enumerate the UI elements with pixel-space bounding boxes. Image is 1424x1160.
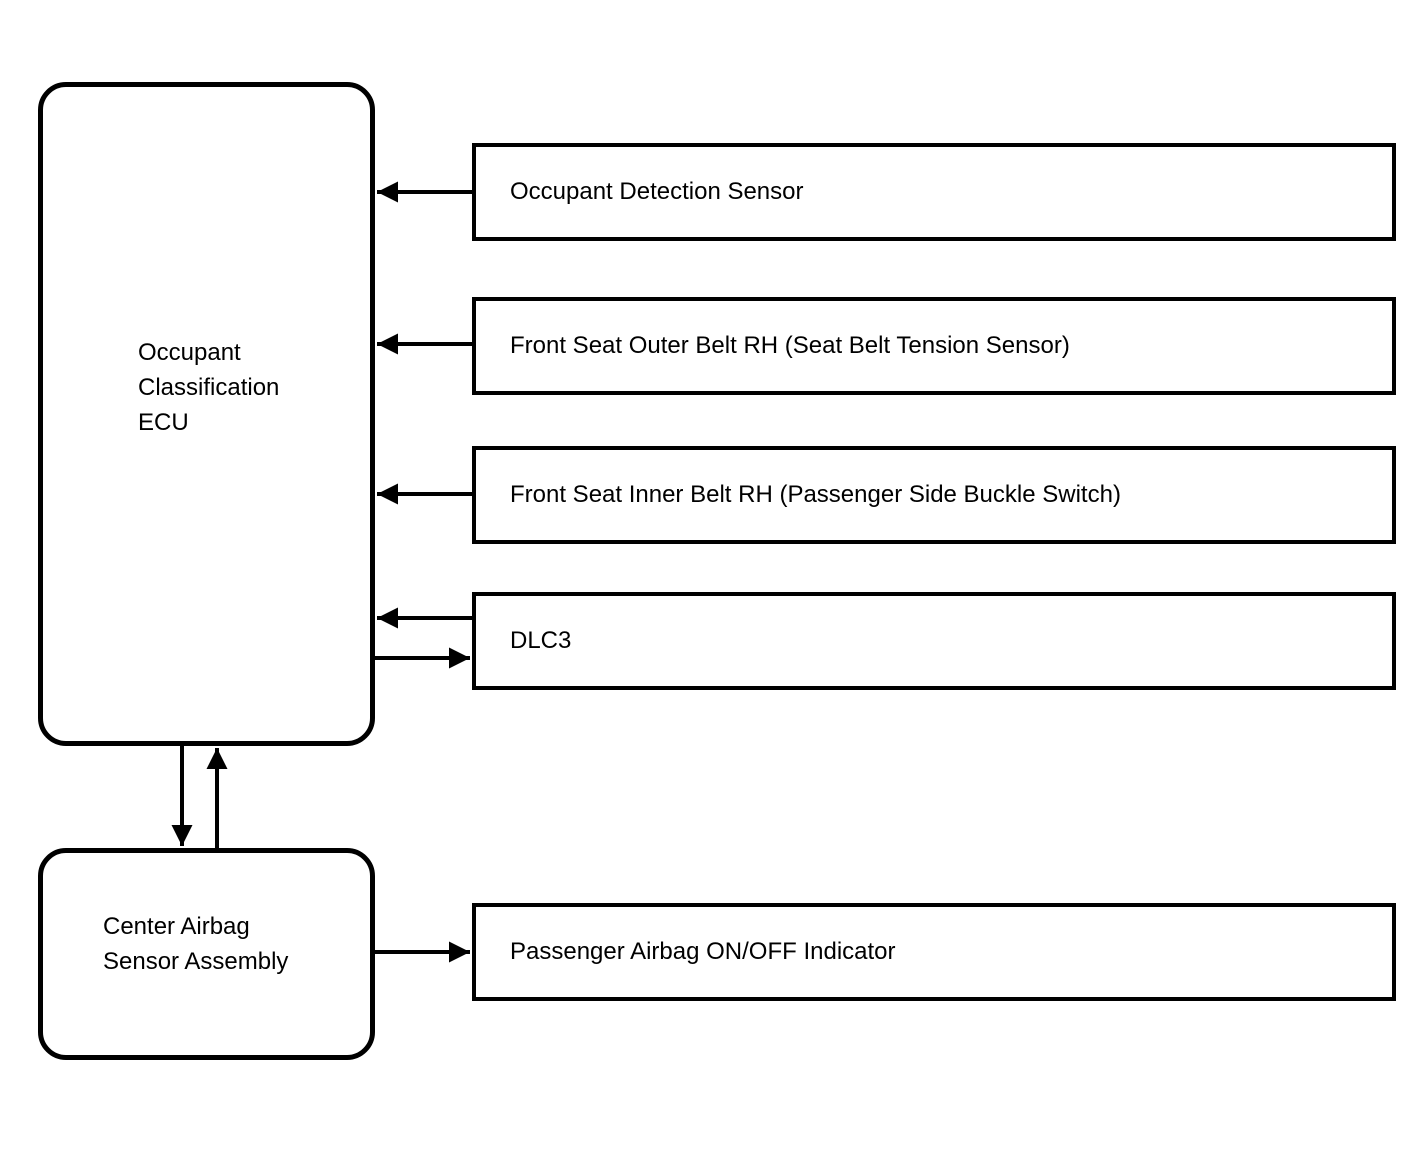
center-airbag-sensor-box-label: Center Airbag Sensor Assembly: [103, 913, 289, 975]
peripheral-box-dlc3: DLC3: [472, 592, 1396, 690]
peripheral-box-front-seat-outer-belt-rh: Front Seat Outer Belt RH (Seat Belt Tens…: [472, 297, 1396, 395]
peripheral-box-label: Front Seat Outer Belt RH (Seat Belt Tens…: [510, 332, 1070, 359]
ecu-box: Occupant Classification ECU: [38, 82, 375, 746]
peripheral-box-label: DLC3: [510, 627, 572, 654]
center-airbag-sensor-box: Center Airbag Sensor Assembly: [38, 848, 375, 1060]
ecu-box-label: Occupant Classification ECU: [138, 339, 280, 436]
peripheral-box-passenger-airbag-indicator: Passenger Airbag ON/OFF Indicator: [472, 903, 1396, 1001]
peripheral-box-occupant-detection-sensor: Occupant Detection Sensor: [472, 143, 1396, 241]
peripheral-box-front-seat-inner-belt-rh: Front Seat Inner Belt RH (Passenger Side…: [472, 446, 1396, 544]
peripheral-box-label: Front Seat Inner Belt RH (Passenger Side…: [510, 481, 1121, 508]
peripheral-box-label: Passenger Airbag ON/OFF Indicator: [510, 938, 896, 965]
peripheral-box-label: Occupant Detection Sensor: [510, 178, 804, 205]
